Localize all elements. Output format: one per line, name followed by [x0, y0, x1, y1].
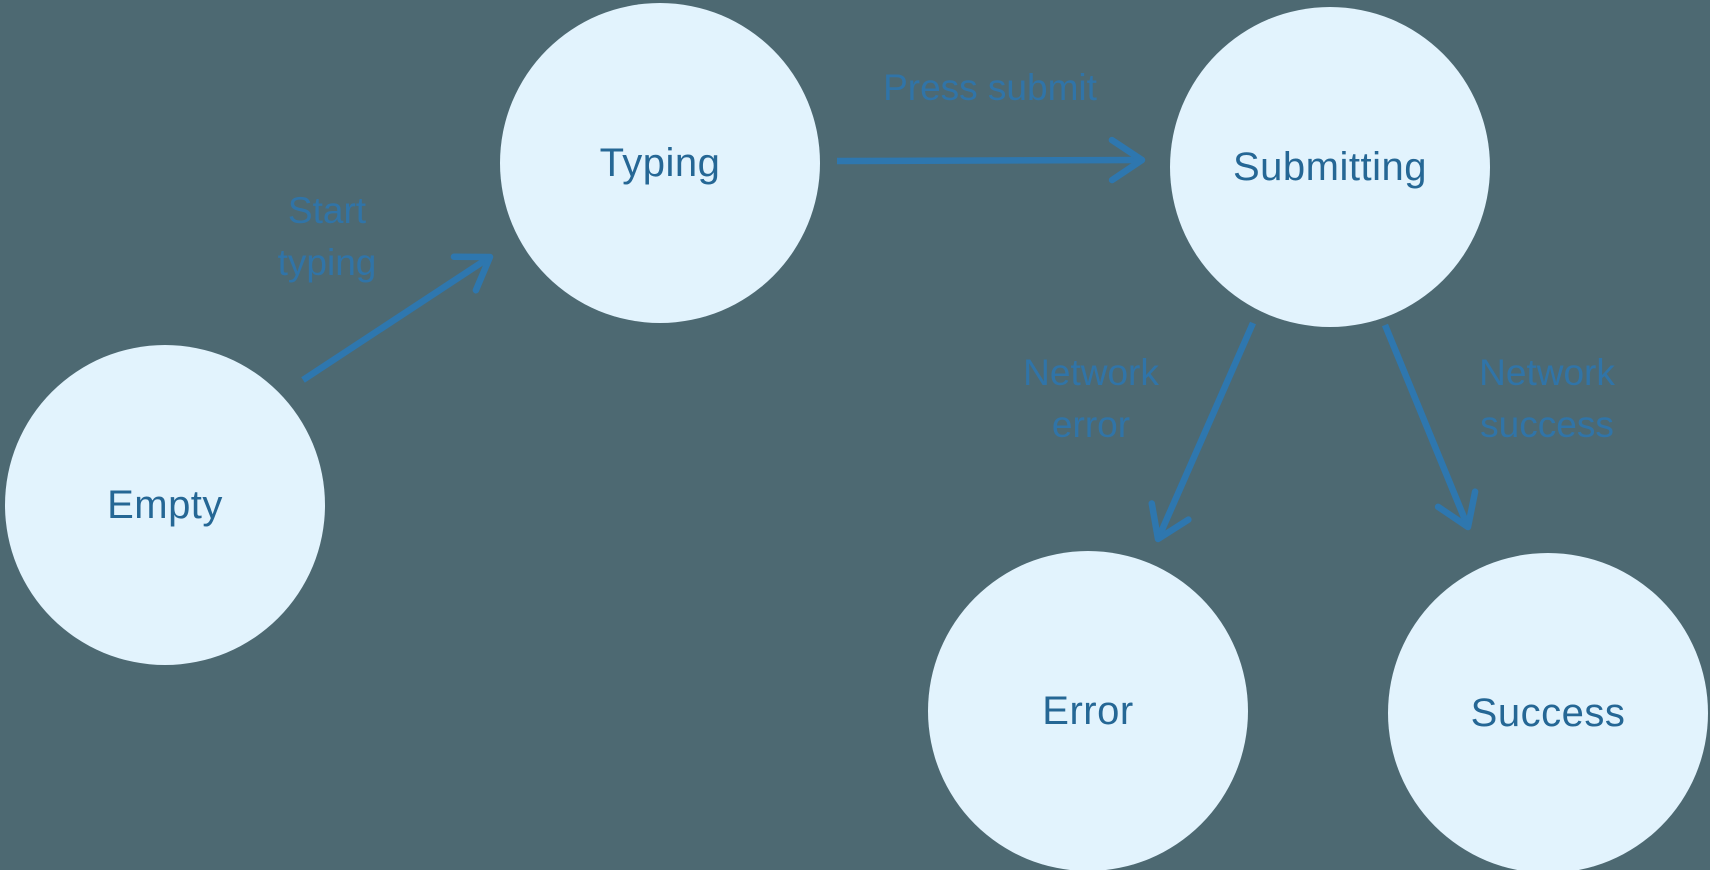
edge-label-press-submit: Press submit	[883, 62, 1097, 114]
state-node-success: Success	[1388, 553, 1708, 870]
edge-label-line: Press submit	[883, 67, 1097, 108]
state-node-error: Error	[928, 551, 1248, 870]
edge-arrow-typing-to-submitting	[836, 136, 1146, 184]
edge-label-line: success	[1480, 404, 1614, 445]
state-label-error: Error	[1042, 688, 1134, 733]
edge-arrow-submitting-to-error	[1148, 321, 1256, 543]
edge-arrow-submitting-to-success	[1381, 323, 1479, 531]
edge-label-line: error	[1051, 404, 1131, 445]
edge-label-line: typing	[277, 242, 377, 283]
edge-label-line: Start	[287, 190, 367, 231]
edge-label-line: Network	[1479, 352, 1615, 393]
state-label-submitting: Submitting	[1233, 144, 1427, 189]
edge-label-network-success: Network success	[1479, 347, 1615, 451]
state-label-empty: Empty	[107, 482, 223, 527]
state-node-submitting: Submitting	[1170, 7, 1490, 327]
edge-label-start-typing: Start typing	[278, 185, 377, 289]
state-node-typing: Typing	[500, 3, 820, 323]
edge-arrow-empty-to-typing	[301, 253, 494, 383]
edge-label-network-error: Network error	[1023, 347, 1159, 451]
state-node-empty: Empty	[5, 345, 325, 665]
state-label-success: Success	[1470, 690, 1626, 735]
edge-label-line: Network	[1023, 352, 1159, 393]
state-label-typing: Typing	[599, 140, 721, 185]
